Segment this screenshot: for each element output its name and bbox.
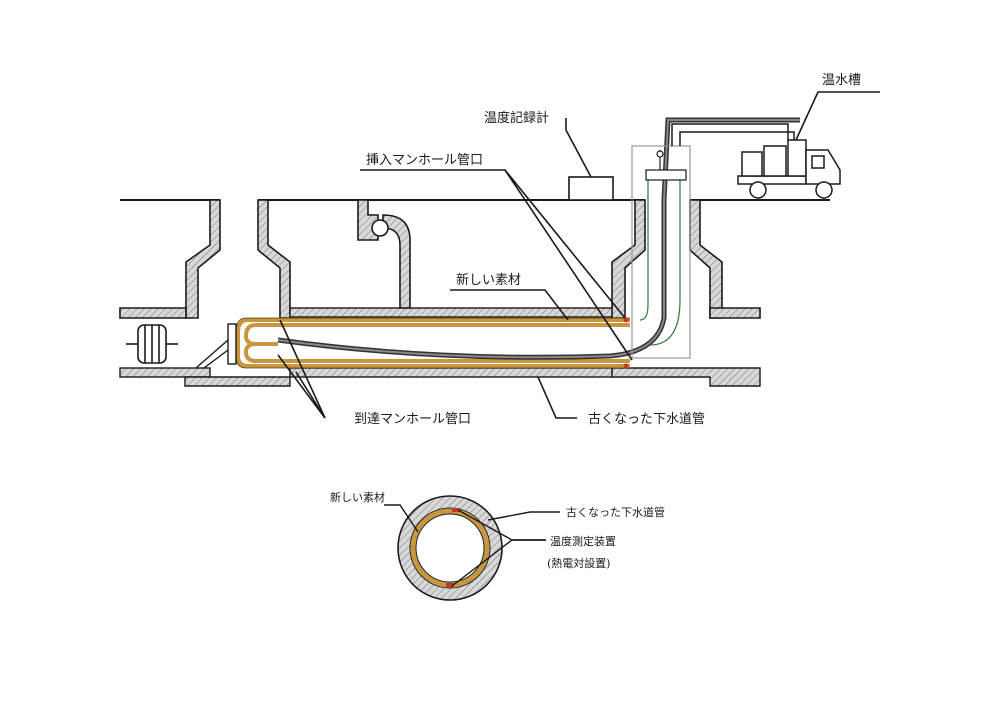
leader-lines <box>277 91 880 419</box>
end-plate <box>195 323 237 369</box>
sewer-pipe-bottom <box>119 367 761 387</box>
arrival-manhole <box>257 199 291 319</box>
temperature-recorder-box <box>568 176 614 201</box>
winch <box>126 324 178 364</box>
sensor-dots <box>623 317 629 369</box>
xs-label-old-sewer-pipe: 古くなった下水道管 <box>566 505 665 519</box>
label-insertion-manhole: 挿入マンホール管口 <box>366 153 483 168</box>
insertion-manhole <box>611 199 761 319</box>
label-new-material: 新しい素材 <box>456 272 521 288</box>
xs-label-new-material: 新しい素材 <box>330 490 385 504</box>
label-hot-water-tank: 温水槽 <box>822 73 861 88</box>
insertion-guide <box>631 145 691 359</box>
left-manhole-wall <box>119 199 221 319</box>
label-arrival-manhole: 到達マンホール管口 <box>354 412 471 427</box>
truck-hoses <box>671 123 795 146</box>
xs-label-temp-device: 温度測定装置 <box>550 534 616 548</box>
vent-pipe <box>357 199 411 309</box>
hot-water-truck <box>737 139 841 199</box>
label-old-sewer-pipe: 古くなった下水道管 <box>588 412 705 427</box>
label-temperature-recorder: 温度記録計 <box>484 110 549 126</box>
new-material-liner <box>236 318 630 368</box>
sewer-pipe-top <box>289 307 613 318</box>
pipe-cross-section <box>397 495 503 601</box>
xs-label-thermocouple: (熱電対設置) <box>547 556 611 570</box>
cross-section-leaders <box>384 504 560 587</box>
